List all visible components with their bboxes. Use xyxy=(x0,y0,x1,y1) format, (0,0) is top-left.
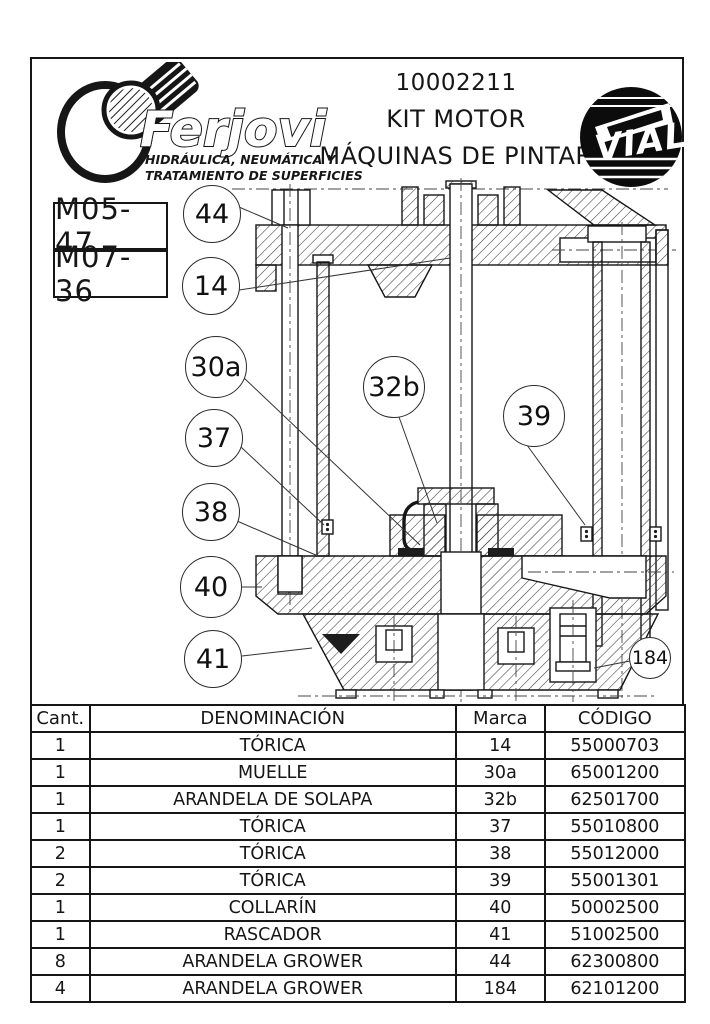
cell-cant: 1 xyxy=(30,812,91,841)
vial-logo: VIAL xyxy=(580,87,685,187)
cell-codigo: 55010800 xyxy=(543,812,687,841)
kit-title-line2: MÁQUINAS DE PINTAR xyxy=(319,142,593,170)
ferjovi-tagline-1: HIDRÁULICA, NEUMÁTICA Y xyxy=(145,152,338,167)
cell-denominacion: TÓRICA xyxy=(88,866,457,895)
cell-denominacion: ARANDELA DE SOLAPA xyxy=(88,785,457,814)
table-row: 2 TÓRICA 39 55001301 xyxy=(30,866,687,895)
cell-cant: 1 xyxy=(30,920,91,949)
table-row: 1 TÓRICA 37 55010800 xyxy=(30,812,687,841)
callout-leaders xyxy=(236,206,631,669)
callout-41: 41 xyxy=(184,630,242,688)
cell-denominacion: MUELLE xyxy=(88,758,457,787)
table-row: 1 TÓRICA 14 55000703 xyxy=(30,731,687,760)
cell-marca: 39 xyxy=(454,866,546,895)
ferjovi-tagline-2: TRATAMIENTO DE SUPERFICIES xyxy=(145,168,363,183)
callout-39: 39 xyxy=(503,385,565,447)
table-row: 8 ARANDELA GROWER 44 62300800 xyxy=(30,947,687,976)
callout-38: 38 xyxy=(182,483,240,541)
callout-44: 44 xyxy=(183,185,241,243)
cell-codigo: 65001200 xyxy=(543,758,687,787)
callout-40: 40 xyxy=(180,556,242,618)
kit-title-line1: KIT MOTOR xyxy=(386,105,526,133)
callout-14: 14 xyxy=(182,257,240,315)
cell-codigo: 55000703 xyxy=(543,731,687,760)
cell-codigo: 55001301 xyxy=(543,866,687,895)
cell-marca: 32b xyxy=(454,785,546,814)
col-header-marca: Marca xyxy=(454,704,546,733)
table-row: 1 RASCADOR 41 51002500 xyxy=(30,920,687,949)
cell-denominacion: TÓRICA xyxy=(88,731,457,760)
callout-184: 184 xyxy=(629,637,671,679)
cell-cant: 1 xyxy=(30,785,91,814)
cell-cant: 1 xyxy=(30,731,91,760)
cell-marca: 40 xyxy=(454,893,546,922)
callout-30a: 30a xyxy=(185,336,247,398)
table-row: 1 ARANDELA DE SOLAPA 32b 62501700 xyxy=(30,785,687,814)
cell-codigo: 51002500 xyxy=(543,920,687,949)
cell-marca: 38 xyxy=(454,839,546,868)
cell-cant: 8 xyxy=(30,947,91,976)
cell-marca: 44 xyxy=(454,947,546,976)
callout-37: 37 xyxy=(185,409,243,467)
table-row: 2 TÓRICA 38 55012000 xyxy=(30,839,687,868)
cell-marca: 37 xyxy=(454,812,546,841)
cell-codigo: 55012000 xyxy=(543,839,687,868)
table-row: 1 MUELLE 30a 65001200 xyxy=(30,758,687,787)
cell-marca: 14 xyxy=(454,731,546,760)
ferjovi-logo-mark xyxy=(57,62,199,183)
cell-codigo: 50002500 xyxy=(543,893,687,922)
motor-section xyxy=(232,178,676,708)
cell-codigo: 62501700 xyxy=(543,785,687,814)
parts-table: Cant. DENOMINACIÓN Marca CÓDIGO 1 TÓRICA… xyxy=(30,704,687,1003)
parts-table-header: Cant. DENOMINACIÓN Marca CÓDIGO xyxy=(30,704,687,733)
part-number: 10002211 xyxy=(395,70,517,96)
cell-denominacion: ARANDELA GROWER xyxy=(88,974,457,1003)
cell-cant: 2 xyxy=(30,866,91,895)
cell-codigo: 62300800 xyxy=(543,947,687,976)
ferjovi-logo: Ferjovi HIDRÁULICA, NEUMÁTICA Y TRATAMIE… xyxy=(57,62,363,183)
cell-cant: 4 xyxy=(30,974,91,1003)
title-block: 10002211 KIT MOTOR MÁQUINAS DE PINTAR xyxy=(300,70,612,170)
cell-codigo: 62101200 xyxy=(543,974,687,1003)
cell-cant: 1 xyxy=(30,893,91,922)
callout-32b: 32b xyxy=(363,356,425,418)
cell-denominacion: ARANDELA GROWER xyxy=(88,947,457,976)
ref-label-m05: M05-47 xyxy=(53,192,168,260)
cell-marca: 41 xyxy=(454,920,546,949)
cell-cant: 1 xyxy=(30,758,91,787)
cell-cant: 2 xyxy=(30,839,91,868)
ferjovi-brand-text: Ferjovi xyxy=(140,101,327,158)
cell-denominacion: RASCADOR xyxy=(88,920,457,949)
col-header-den: DENOMINACIÓN xyxy=(88,704,457,733)
col-header-cod: CÓDIGO xyxy=(543,704,687,733)
cell-denominacion: COLLARÍN xyxy=(88,893,457,922)
cell-marca: 184 xyxy=(454,974,546,1003)
col-header-cant: Cant. xyxy=(30,704,91,733)
cell-marca: 30a xyxy=(454,758,546,787)
cell-denominacion: TÓRICA xyxy=(88,839,457,868)
table-row: 4 ARANDELA GROWER 184 62101200 xyxy=(30,974,687,1003)
cell-denominacion: TÓRICA xyxy=(88,812,457,841)
table-row: 1 COLLARÍN 40 50002500 xyxy=(30,893,687,922)
